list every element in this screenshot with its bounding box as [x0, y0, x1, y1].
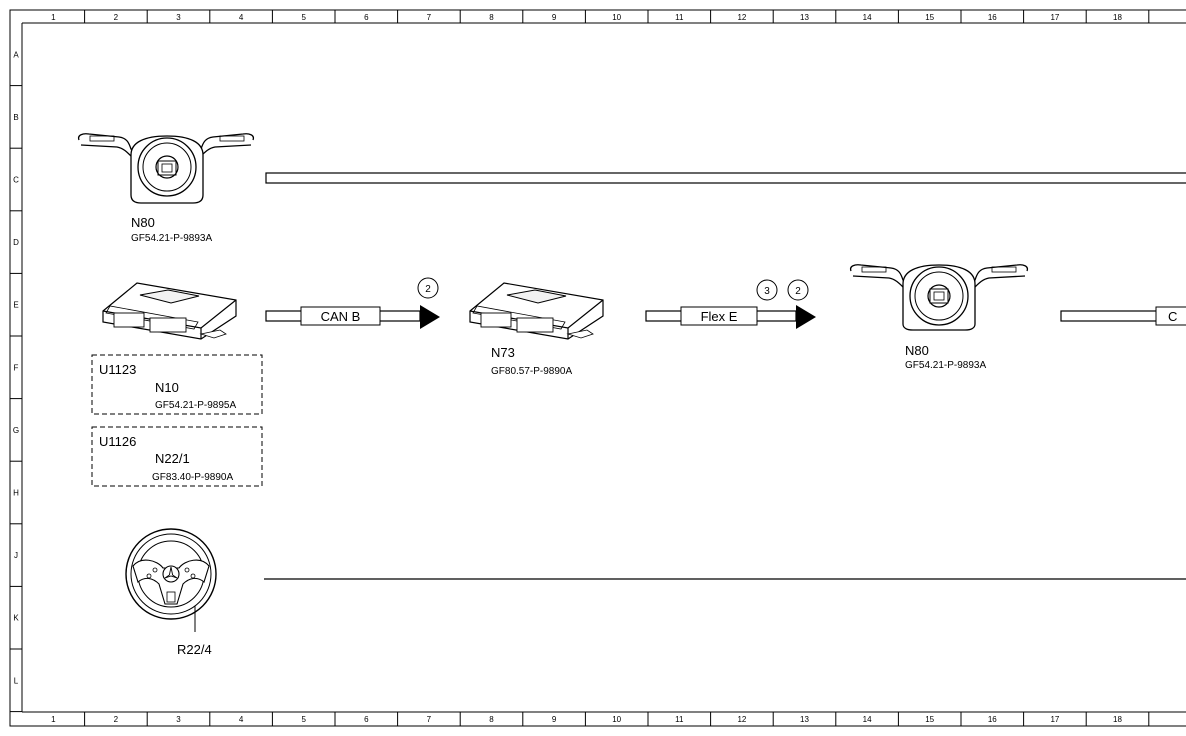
ruler-column-label: 17: [1050, 715, 1059, 724]
left-ruler: A B C D E F G H J K L: [10, 50, 22, 713]
u1126-ref: GF83.40-P-9890A: [152, 472, 233, 483]
ruler-column-label: 15: [925, 715, 934, 724]
flex-e-badge-1-num: 3: [764, 286, 770, 297]
ruler-row-label: G: [13, 426, 19, 435]
truncated-bus-label-box: [1155, 306, 1186, 326]
flex-e-arrowhead: [796, 305, 816, 329]
ruler-column-label: 13: [800, 715, 809, 724]
ruler-column-label: 7: [427, 715, 432, 724]
can-b-badge: [417, 277, 439, 299]
u1126-id: U1126: [99, 434, 136, 449]
ruler-column-label: 11: [675, 13, 684, 22]
ruler-column-label: 4: [239, 715, 244, 724]
n73-module-icon: [469, 282, 604, 340]
u1126-dashed-box: [91, 426, 263, 487]
n80-top-ref: GF54.21-P-9893A: [131, 233, 212, 244]
ruler-column-label: 15: [925, 13, 934, 22]
ruler-column-label: 10: [612, 715, 621, 724]
ruler-column-label: 14: [863, 13, 872, 22]
ruler-column-label: 5: [301, 13, 306, 22]
can-b-arrowhead: [420, 305, 440, 329]
can-b-bus: CAN B 2: [265, 277, 440, 329]
u1123-id: U1123: [99, 362, 136, 377]
ruler-column-label: 18: [1113, 13, 1122, 22]
ruler-column-label: 16: [988, 715, 997, 724]
n73-code: N73: [491, 345, 515, 360]
ruler-column-label: 9: [552, 13, 557, 22]
truncated-bus: C: [1060, 306, 1186, 326]
ruler-column-label: 8: [489, 715, 494, 724]
ruler-row-label: C: [13, 176, 19, 185]
flex-e-label-box: [680, 306, 758, 326]
ruler-column-label: 16: [988, 13, 997, 22]
flex-e-badge-2-num: 2: [795, 286, 801, 297]
ruler-column-label: 17: [1050, 13, 1059, 22]
can-b-label-box: [300, 306, 381, 326]
ruler-column-label: 1: [51, 715, 56, 724]
u1123-ref: GF54.21-P-9895A: [155, 400, 236, 411]
steering-column-module-mid-icon: [849, 264, 1029, 331]
ruler-row-label: H: [13, 489, 19, 498]
ruler-column-label: 3: [176, 13, 181, 22]
flex-e-badge-1: [756, 279, 778, 301]
ruler-column-label: 6: [364, 715, 369, 724]
n73-ref: GF80.57-P-9890A: [491, 366, 572, 377]
truncated-bus-label: C: [1168, 309, 1177, 324]
outer-frame: [9, 9, 1186, 727]
ruler-row-label: D: [13, 238, 19, 247]
ruler-column-label: 7: [427, 13, 432, 22]
ruler-row-label: K: [13, 614, 19, 623]
flex-e-bus: Flex E 3 2: [645, 279, 816, 329]
ruler-column-label: 8: [489, 13, 494, 22]
ruler-column-label: 12: [737, 13, 746, 22]
flex-e-badge-2: [787, 279, 809, 301]
ruler-column-label: 11: [675, 715, 684, 724]
r22-4-code: R22/4: [177, 642, 212, 657]
ruler-row-label: J: [14, 551, 18, 560]
steering-column-module-icon: [77, 133, 255, 204]
ruler-column-label: 6: [364, 13, 369, 22]
ruler-column-label: 5: [301, 715, 306, 724]
u1123-code: N10: [155, 380, 179, 395]
ruler-row-label: E: [13, 301, 18, 310]
ruler-column-label: 1: [51, 13, 56, 22]
ruler-row-label: A: [13, 50, 19, 59]
ruler-column-label: 12: [737, 715, 746, 724]
control-unit-icon: [102, 282, 237, 340]
steering-wheel-icon: [125, 528, 217, 632]
ruler-row-label: F: [14, 363, 19, 372]
ruler-column-label: 18: [1113, 715, 1122, 724]
ruler-column-label: 2: [114, 715, 119, 724]
ruler-row-label: B: [13, 113, 18, 122]
n80-top-code: N80: [131, 215, 155, 230]
can-b-badge-num: 2: [425, 284, 431, 295]
n80-mid-ref: GF54.21-P-9893A: [905, 360, 986, 371]
n80-mid-code: N80: [905, 343, 929, 358]
ruler-column-label: 2: [114, 13, 119, 22]
flex-e-label: Flex E: [701, 309, 738, 324]
ruler-column-label: 14: [863, 715, 872, 724]
ruler-column-label: 3: [176, 715, 181, 724]
ruler-column-label: 4: [239, 13, 244, 22]
top-double-line: [265, 172, 1186, 184]
ruler-row-label: L: [14, 676, 19, 685]
ruler-column-label: 13: [800, 13, 809, 22]
ruler-column-label: 9: [552, 715, 557, 724]
can-b-label: CAN B: [321, 309, 361, 324]
u1126-code: N22/1: [155, 451, 190, 466]
ruler-column-label: 10: [612, 13, 621, 22]
u1123-dashed-box: [91, 354, 263, 415]
